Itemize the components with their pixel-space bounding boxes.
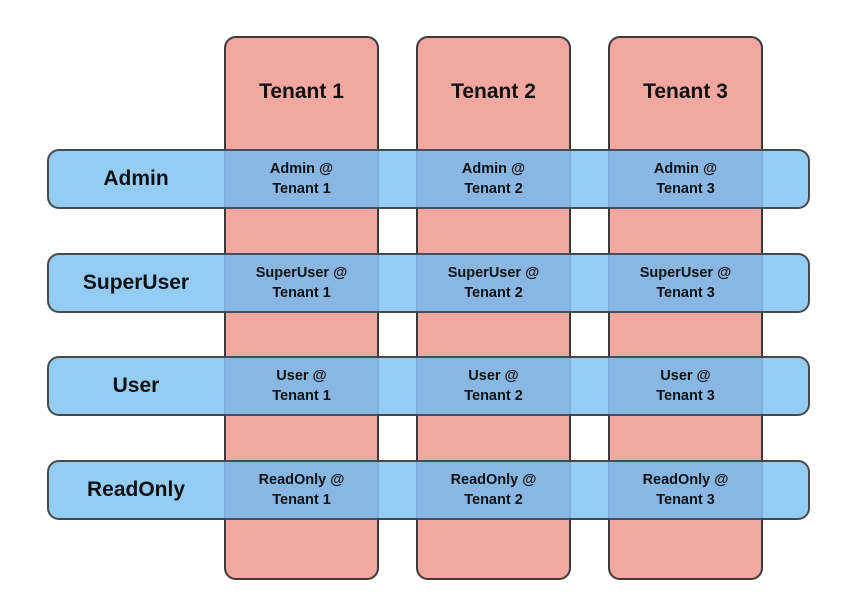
cell-user-tenant-1: User @ Tenant 1 xyxy=(224,356,379,416)
cell-role-text: SuperUser @ xyxy=(255,265,348,281)
role-band-readonly xyxy=(47,460,810,520)
role-band-user xyxy=(47,356,810,416)
cell-role-text: Admin @ xyxy=(653,161,718,177)
role-label-readonly: ReadOnly xyxy=(86,478,186,501)
cell-tenant-text: Tenant 1 xyxy=(272,181,331,197)
cell-role-text: ReadOnly @ xyxy=(450,472,537,488)
tenant-title-2: Tenant 2 xyxy=(451,80,536,103)
cell-tenant-text: Tenant 1 xyxy=(272,492,331,508)
cell-superuser-tenant-3: SuperUser @ Tenant 3 xyxy=(608,253,763,313)
tenant-title-3: Tenant 3 xyxy=(643,80,728,103)
cell-user-tenant-2: User @ Tenant 2 xyxy=(416,356,571,416)
role-band-admin xyxy=(47,149,810,209)
cell-tenant-text: Tenant 3 xyxy=(656,492,715,508)
cell-role-text: SuperUser @ xyxy=(447,265,540,281)
role-band-superuser xyxy=(47,253,810,313)
cell-role-text: User @ xyxy=(276,368,327,384)
role-label-user: User xyxy=(112,374,160,397)
cell-readonly-tenant-3: ReadOnly @ Tenant 3 xyxy=(608,460,763,520)
cell-role-text: Admin @ xyxy=(461,161,526,177)
cell-tenant-text: Tenant 3 xyxy=(656,285,715,301)
cell-admin-tenant-2: Admin @ Tenant 2 xyxy=(416,149,571,209)
cell-role-text: ReadOnly @ xyxy=(642,472,729,488)
cell-readonly-tenant-2: ReadOnly @ Tenant 2 xyxy=(416,460,571,520)
cell-tenant-text: Tenant 2 xyxy=(464,181,523,197)
cell-superuser-tenant-2: SuperUser @ Tenant 2 xyxy=(416,253,571,313)
cell-tenant-text: Tenant 1 xyxy=(272,285,331,301)
cell-tenant-text: Tenant 2 xyxy=(464,492,523,508)
cell-tenant-text: Tenant 3 xyxy=(656,388,715,404)
cell-role-text: SuperUser @ xyxy=(639,265,732,281)
cell-role-text: Admin @ xyxy=(269,161,334,177)
cell-superuser-tenant-1: SuperUser @ Tenant 1 xyxy=(224,253,379,313)
cell-admin-tenant-3: Admin @ Tenant 3 xyxy=(608,149,763,209)
role-label-superuser: SuperUser xyxy=(82,271,190,294)
cell-tenant-text: Tenant 1 xyxy=(272,388,331,404)
cell-role-text: User @ xyxy=(468,368,519,384)
cell-role-text: User @ xyxy=(660,368,711,384)
tenant-title-1: Tenant 1 xyxy=(259,80,344,103)
cell-user-tenant-3: User @ Tenant 3 xyxy=(608,356,763,416)
cell-readonly-tenant-1: ReadOnly @ Tenant 1 xyxy=(224,460,379,520)
cell-tenant-text: Tenant 3 xyxy=(656,181,715,197)
cell-tenant-text: Tenant 2 xyxy=(464,285,523,301)
cell-tenant-text: Tenant 2 xyxy=(464,388,523,404)
role-label-admin: Admin xyxy=(103,167,169,190)
cell-admin-tenant-1: Admin @ Tenant 1 xyxy=(224,149,379,209)
cell-role-text: ReadOnly @ xyxy=(258,472,345,488)
